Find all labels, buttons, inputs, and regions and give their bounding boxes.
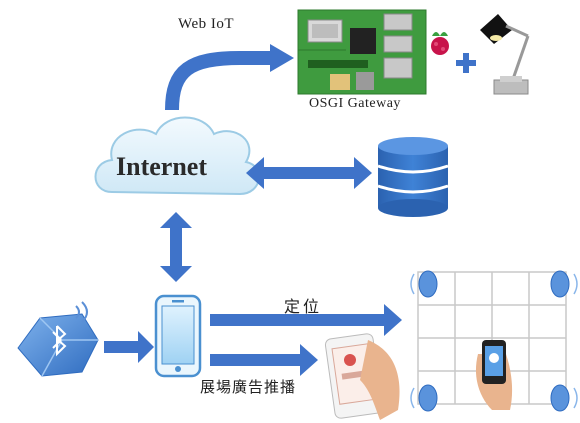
internet-label: Internet (116, 152, 207, 181)
corner-beacon-bottom-left (410, 384, 438, 412)
osgi-gateway-label: OSGI Gateway (309, 96, 401, 111)
positioning-floor-grid (417, 271, 567, 405)
beacon-phone-arrow (104, 331, 154, 363)
web-iot-label: Web IoT (178, 16, 235, 32)
cloud-database-arrow (246, 157, 372, 189)
corner-beacon-bottom-right (550, 384, 578, 412)
bluetooth-icon (52, 325, 67, 357)
positioning-label: 定位 (284, 299, 323, 316)
raspberry-pi-logo (431, 32, 449, 55)
corner-beacon-top-left (410, 270, 438, 298)
database-icon (377, 137, 449, 217)
smartphone-icon (154, 294, 202, 378)
signal-waves-icon (75, 301, 88, 323)
plus-icon (456, 53, 476, 73)
web-iot-arrow (165, 44, 294, 111)
corner-beacon-top-right (550, 270, 578, 298)
ad-push-arrow (210, 344, 318, 376)
osgi-gateway-board (297, 9, 427, 95)
exhibition-ad-push-label: 展場廣告推播 (200, 380, 297, 396)
ad-push-phone-image (324, 333, 400, 420)
cloud-phone-arrow (160, 212, 192, 282)
positioning-arrow (210, 304, 402, 336)
grid-phone-in-hand (475, 340, 513, 410)
desk-lamp-icon (480, 14, 530, 95)
internet-cloud (94, 116, 260, 196)
